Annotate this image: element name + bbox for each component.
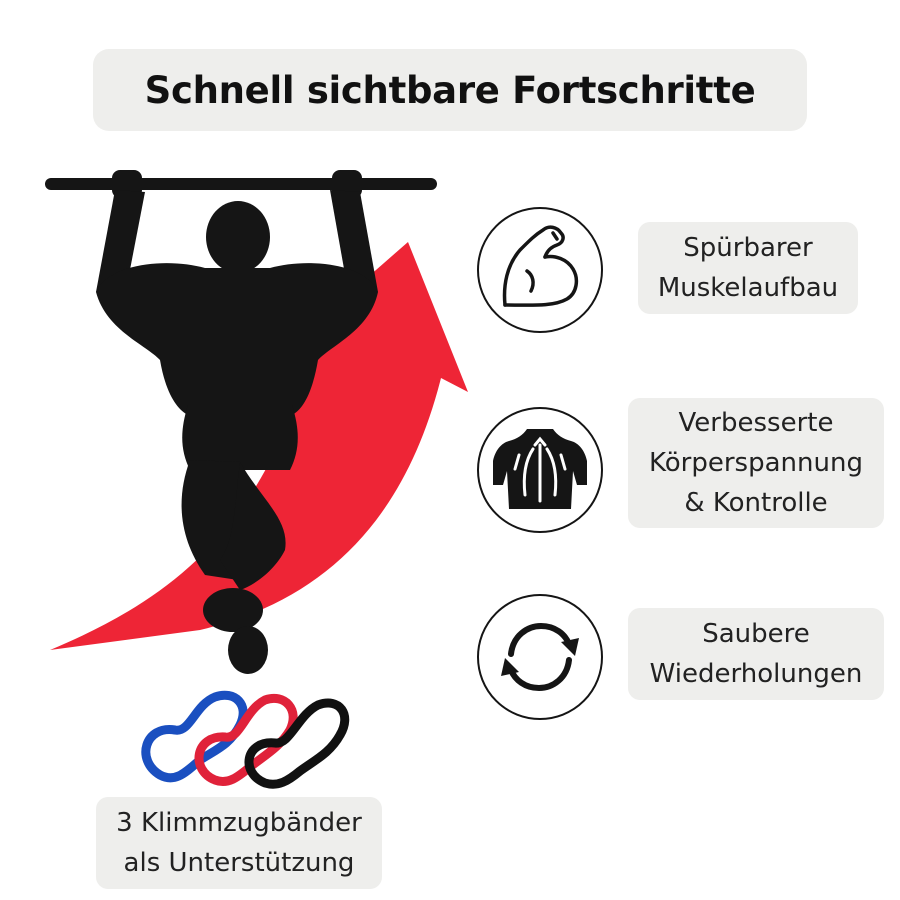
man-silhouette-icon xyxy=(96,170,378,674)
feature-item-muscle xyxy=(475,205,605,335)
feature-label-muscle: Spürbarer Muskelaufbau xyxy=(638,222,858,314)
back-muscles-icon xyxy=(477,407,603,533)
flexed-bicep-icon xyxy=(477,207,603,333)
page-title: Schnell sichtbare Fortschritte xyxy=(144,68,756,112)
progress-arrow-icon xyxy=(50,242,468,650)
black-band-icon xyxy=(244,698,350,789)
title-pill: Schnell sichtbare Fortschritte xyxy=(93,49,807,131)
feature-label-repeat: Saubere Wiederholungen xyxy=(628,608,884,700)
feature-label-back: Verbesserte Körperspannung & Kontrolle xyxy=(628,398,884,528)
bands-illustration xyxy=(141,690,350,789)
feature-item-back xyxy=(475,405,605,535)
pullup-bar xyxy=(45,178,437,190)
feature-item-repeat xyxy=(475,592,605,722)
pullup-illustration xyxy=(45,170,468,674)
repeat-cycle-icon xyxy=(477,594,603,720)
bands-caption: 3 Klimmzugbänder als Unterstützung xyxy=(96,797,382,889)
